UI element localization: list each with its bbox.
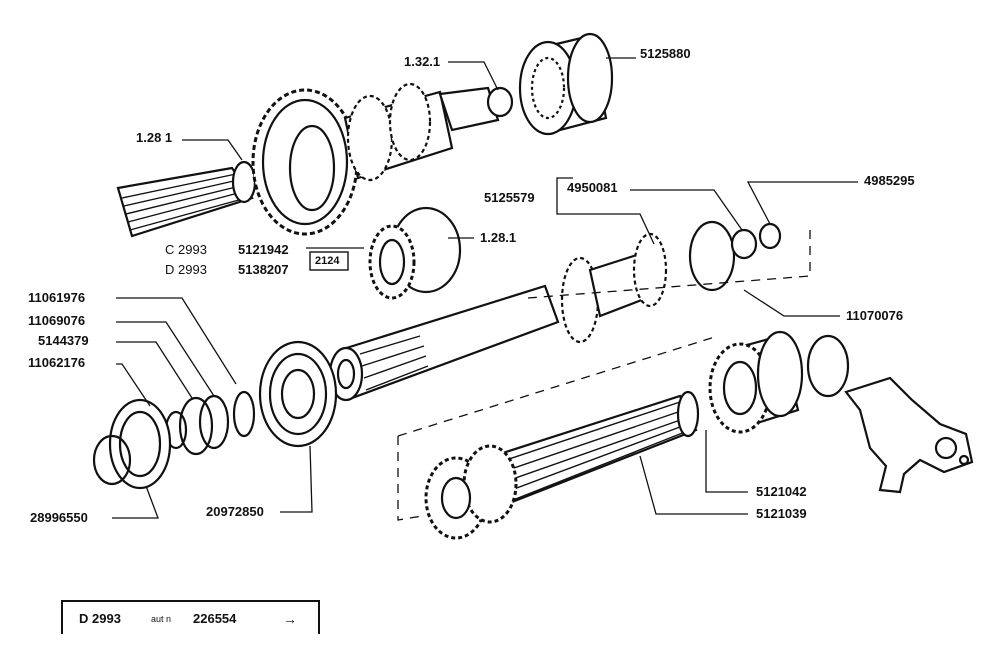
large-gear-top bbox=[251, 88, 359, 236]
label-11070076: 11070076 bbox=[846, 308, 904, 323]
label-c-2993: C 2993 bbox=[165, 242, 207, 257]
snap-rings-left bbox=[164, 390, 256, 456]
leader-lines bbox=[112, 57, 858, 519]
label-1-32-1: 1.32.1 bbox=[404, 54, 441, 69]
label-2124: 2124 bbox=[315, 255, 340, 267]
label-11061976: 11061976 bbox=[28, 290, 86, 305]
snap-ring-and-rollers-right bbox=[688, 220, 782, 292]
label-5138207: 5138207 bbox=[238, 262, 289, 277]
bearing-28996550 bbox=[92, 398, 172, 490]
label-5125880: 5125880 bbox=[640, 46, 691, 61]
label-11062176: 11062176 bbox=[28, 355, 86, 370]
ref-box-2124 bbox=[309, 251, 349, 271]
ref-number: 226554 bbox=[193, 611, 237, 626]
ref-model: D 2993 bbox=[79, 611, 121, 626]
gear-5121042 bbox=[708, 330, 804, 434]
ref-arrow-icon[interactable]: → bbox=[283, 611, 297, 627]
bushing-1-32-1 bbox=[486, 86, 514, 118]
label-11069076: 11069076 bbox=[28, 313, 86, 328]
label-1-28-1-top: 1.28 1 bbox=[136, 130, 173, 145]
label-5144379: 5144379 bbox=[38, 333, 89, 348]
label-4950081: 4950081 bbox=[567, 180, 618, 195]
label-28996550: 28996550 bbox=[30, 510, 88, 525]
label-5121039: 5121039 bbox=[756, 506, 807, 521]
label-20972850: 20972850 bbox=[206, 504, 264, 519]
label-5125579: 5125579 bbox=[484, 190, 535, 205]
upper-input-shaft bbox=[116, 160, 257, 238]
label-d-2993: D 2993 bbox=[165, 262, 207, 277]
coupling-sleeve-5125880 bbox=[518, 32, 614, 136]
label-1-28-1-mid: 1.28.1 bbox=[480, 230, 517, 245]
shift-fork bbox=[844, 376, 974, 494]
label-5121042: 5121042 bbox=[756, 484, 807, 499]
snap-ring-11070076 bbox=[806, 334, 850, 398]
ref-prefix: aut n bbox=[151, 614, 172, 624]
reference-box: D 2993 aut n 226554 → bbox=[61, 600, 320, 634]
lower-output-shaft bbox=[424, 390, 700, 540]
assembly-dash-lines bbox=[397, 230, 811, 521]
ball-bearing-20972850 bbox=[258, 340, 338, 448]
cluster-gear-top bbox=[343, 82, 500, 182]
synchro-assembly-mid bbox=[368, 206, 462, 300]
label-5121942: 5121942 bbox=[238, 242, 289, 257]
label-4985295: 4985295 bbox=[864, 173, 915, 188]
